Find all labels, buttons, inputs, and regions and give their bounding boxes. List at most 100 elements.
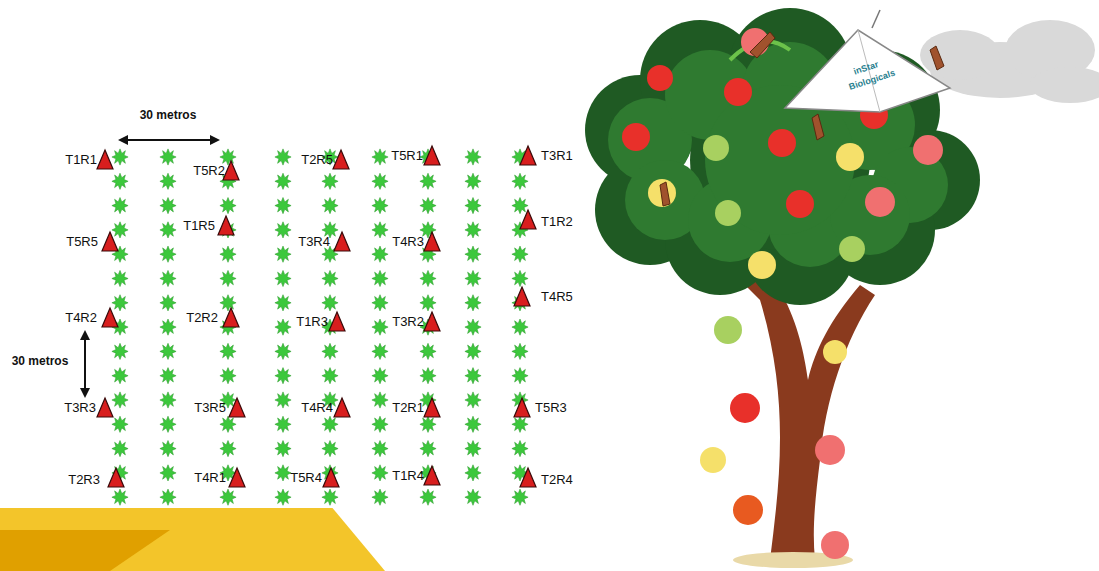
plant: [160, 246, 176, 262]
trap-label: T5R4: [290, 471, 322, 486]
plant: [372, 343, 388, 359]
gold-band: [0, 505, 385, 571]
plant: [465, 270, 481, 286]
plant: [275, 465, 291, 481]
plant: [465, 465, 481, 481]
plant: [465, 295, 481, 311]
plant: [372, 149, 388, 165]
tree-crown: [585, 8, 980, 305]
plant: [372, 173, 388, 189]
plant: [160, 319, 176, 335]
plant: [420, 198, 436, 214]
trap-marker: [97, 398, 113, 417]
plant: [512, 441, 528, 457]
plant: [160, 343, 176, 359]
cloud: [920, 20, 1099, 103]
trap-marker: [424, 146, 440, 165]
plant: [112, 222, 128, 238]
trap-marker: [520, 146, 536, 165]
plant: [512, 416, 528, 432]
plant: [112, 441, 128, 457]
trap-label: T4R4: [301, 401, 333, 416]
plant: [512, 343, 528, 359]
trap-label: T4R1: [194, 471, 226, 486]
trap-marker: [223, 308, 239, 327]
plant: [220, 295, 236, 311]
plant: [160, 441, 176, 457]
plant: [465, 489, 481, 505]
trap-label: T1R3: [296, 315, 328, 330]
gold-band: [0, 530, 170, 571]
trap-marker: [334, 232, 350, 251]
plant: [220, 368, 236, 384]
plant: [275, 149, 291, 165]
plant: [322, 416, 338, 432]
dimension-label: 30 metros: [9, 355, 71, 369]
trap-label: T3R2: [392, 315, 424, 330]
plant: [160, 198, 176, 214]
trap-marker: [102, 308, 118, 327]
plant: [372, 368, 388, 384]
plant: [112, 343, 128, 359]
trap-marker: [514, 398, 530, 417]
trap-label: T5R2: [193, 164, 225, 179]
trap-marker: [333, 150, 349, 169]
plant: [322, 441, 338, 457]
plant: [220, 441, 236, 457]
plant: [322, 198, 338, 214]
plant: [112, 295, 128, 311]
plant: [160, 489, 176, 505]
trap-label: T1R1: [65, 153, 97, 168]
plant: [112, 489, 128, 505]
plant: [420, 173, 436, 189]
plant: [275, 416, 291, 432]
plant: [275, 319, 291, 335]
plant: [465, 368, 481, 384]
trap-marker: [223, 161, 239, 180]
plant: [220, 343, 236, 359]
plant: [372, 392, 388, 408]
plant: [465, 246, 481, 262]
trap-label: T1R5: [183, 219, 215, 234]
plant: [322, 368, 338, 384]
trap-label: T3R4: [298, 235, 330, 250]
trap-marker: [520, 468, 536, 487]
plant: [465, 416, 481, 432]
trap-label: T2R5: [301, 153, 333, 168]
trap-marker: [229, 398, 245, 417]
plant: [512, 368, 528, 384]
trap-marker: [424, 232, 440, 251]
plant: [275, 489, 291, 505]
trap-label: T4R5: [541, 290, 573, 305]
plant: [112, 368, 128, 384]
plant: [512, 173, 528, 189]
dimension-label: 30 metros: [137, 109, 199, 123]
plant: [112, 173, 128, 189]
plant: [112, 392, 128, 408]
plant: [275, 198, 291, 214]
trap-marker: [329, 312, 345, 331]
trap-label: T5R1: [391, 149, 423, 164]
tree-trunk: [730, 265, 875, 568]
plant: [275, 368, 291, 384]
plant: [112, 416, 128, 432]
plant: [465, 441, 481, 457]
plant: [220, 489, 236, 505]
plant: [372, 465, 388, 481]
plant: [112, 149, 128, 165]
plant: [322, 343, 338, 359]
trap-marker: [424, 312, 440, 331]
plant: [275, 441, 291, 457]
trap-marker: [514, 287, 530, 306]
trap-marker: [424, 466, 440, 485]
plant: [322, 270, 338, 286]
trap-label: T3R5: [194, 401, 226, 416]
plant: [420, 441, 436, 457]
trap-marker: [520, 210, 536, 229]
delta-trap: [785, 10, 950, 112]
trap-marker: [218, 216, 234, 235]
plant: [160, 149, 176, 165]
plant: [420, 295, 436, 311]
trap-label: T5R3: [535, 401, 567, 416]
plant: [512, 489, 528, 505]
